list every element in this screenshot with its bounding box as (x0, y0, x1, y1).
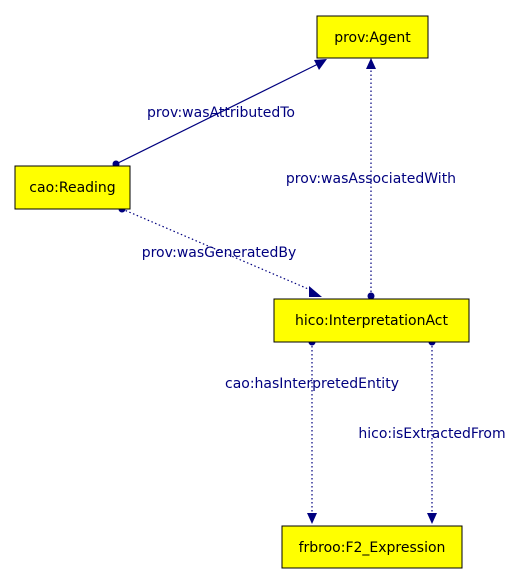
node-hico-interpretation-act[interactable]: hico:InterpretationAct (273, 298, 470, 343)
arrowhead-icon (314, 59, 327, 70)
node-cao-reading[interactable]: cao:Reading (14, 165, 131, 210)
edge-label-is-extracted-from: hico:isExtractedFrom (358, 426, 505, 442)
arrowhead-icon (427, 513, 437, 524)
edge-label-was-associated-with: prov:wasAssociatedWith (286, 171, 456, 187)
edge-start-dot (367, 292, 375, 300)
arrowhead-icon (309, 286, 322, 297)
edge-label-was-attributed-to: prov:wasAttributedTo (147, 105, 295, 121)
edge-label-was-generated-by: prov:wasGeneratedBy (142, 245, 297, 261)
node-frbroo-f2-expression[interactable]: frbroo:F2_Expression (281, 525, 463, 569)
arrowhead-icon (307, 513, 317, 524)
node-label: hico:InterpretationAct (295, 313, 448, 329)
node-label: cao:Reading (29, 180, 115, 196)
edge-has-interpreted-entity (307, 338, 317, 524)
node-prov-agent[interactable]: prov:Agent (316, 15, 429, 59)
edge-was-associated-with (366, 58, 376, 300)
node-label: frbroo:F2_Expression (299, 540, 446, 556)
arrowhead-icon (366, 58, 376, 69)
edge-label-has-interpreted-entity: cao:hasInterpretedEntity (225, 376, 399, 392)
node-label: prov:Agent (334, 30, 411, 46)
